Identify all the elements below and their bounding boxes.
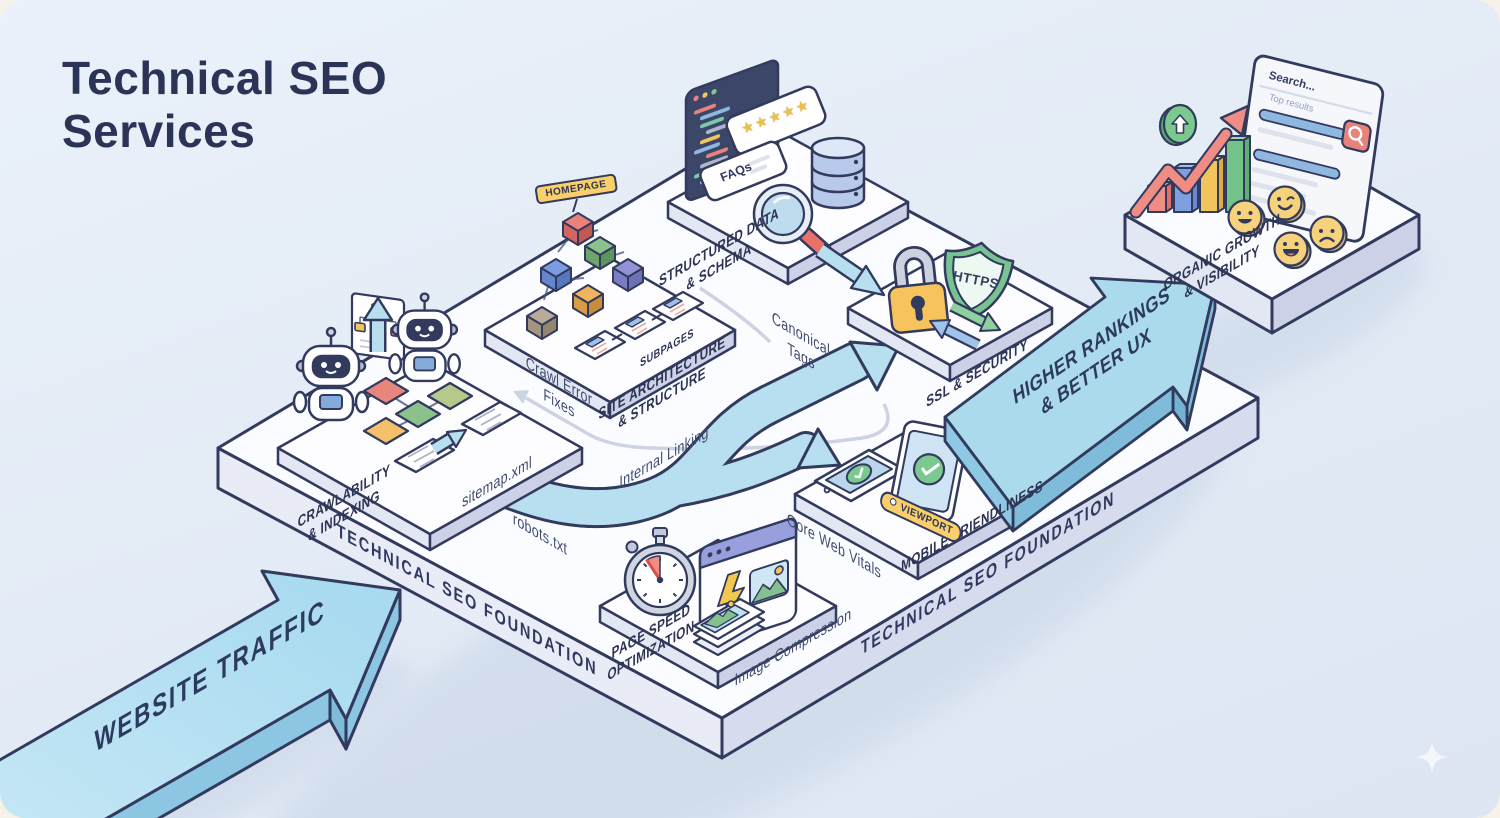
ssl-exchange-arrows <box>929 300 1001 351</box>
review-schema-card <box>725 85 827 156</box>
crawl-flow-tiles <box>362 376 474 446</box>
index-arrow <box>430 428 468 455</box>
crawl-up-arrow <box>362 296 394 352</box>
station-platform-site-architecture <box>483 256 737 420</box>
faq-schema-card <box>699 140 788 202</box>
emoji-sad-icon <box>1309 215 1348 254</box>
database-icon <box>810 136 866 210</box>
crawl-error-feedback-line <box>525 286 890 451</box>
magnifier-icon <box>752 183 833 260</box>
crawler-robot-icon <box>292 326 370 422</box>
road-arrowhead-ssl <box>848 340 901 392</box>
road-arrowhead-mobile <box>796 427 842 470</box>
emoji-wink-icon <box>1267 185 1306 224</box>
website-traffic-arrow <box>0 569 402 818</box>
ranking-bar-chart-icon <box>1129 104 1251 219</box>
site-cube-homepage <box>562 212 594 246</box>
sparkle-icon <box>1416 741 1448 773</box>
emoji-happy-icon <box>1227 199 1266 238</box>
phone-icon <box>813 448 907 503</box>
site-cube <box>526 236 644 340</box>
feedback-arrowhead <box>513 390 529 404</box>
stopwatch-icon <box>623 527 697 617</box>
image-stack-icon <box>692 597 766 657</box>
emoji-laugh-icon <box>1273 231 1312 270</box>
https-shield-icon <box>943 241 1015 321</box>
subpage-cards <box>573 290 705 361</box>
crawler-robot-icon <box>388 292 461 383</box>
homepage-tag-pointer <box>572 198 578 213</box>
schema-to-ssl-arrow <box>815 242 886 297</box>
higher-rankings-arrow <box>943 276 1217 533</box>
growth-badge-icon <box>1158 103 1198 147</box>
